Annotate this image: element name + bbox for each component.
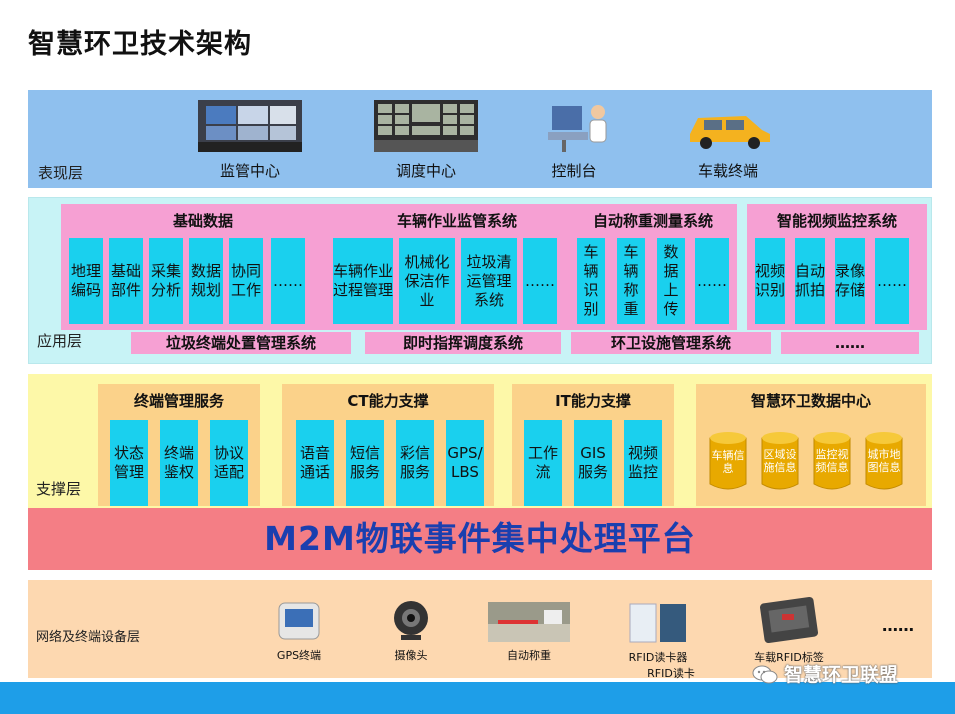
camera: 摄像头 — [376, 598, 446, 663]
waste-disposal-bar: 垃圾终端处置管理系统 — [131, 332, 351, 354]
auto-weighing-group: 自动称重测量系统 车辆识别 车辆称重 数据上传 …… — [569, 204, 737, 330]
app-cell: 自动抓拍 — [795, 238, 825, 324]
console-label: 控制台 — [551, 162, 597, 180]
page-title: 智慧环卫技术架构 — [28, 29, 252, 60]
support-cell: 工作流 — [524, 420, 562, 506]
facility-management-bar: 环卫设施管理系统 — [571, 332, 771, 354]
dispatch-command-bar: 即时指挥调度系统 — [365, 332, 561, 354]
group-title: 终端管理服务 — [133, 392, 224, 410]
presentation-layer-label: 表现层 — [38, 164, 84, 182]
support-cell: 状态管理 — [110, 420, 148, 506]
camera-icon — [394, 601, 428, 640]
basic-data-group: 基础数据 地理编码 基础部件 采集分析 数据规划 协同工作 …… — [61, 204, 345, 330]
brand-text: 智慧环卫联盟 — [784, 664, 899, 686]
app-cell: 基础部件 — [109, 238, 143, 324]
dispatch-center: 调度中心 — [374, 100, 478, 181]
monitoring-center: 监管中心 — [198, 100, 302, 181]
footer-bar — [0, 682, 955, 714]
weighing-station-image — [488, 602, 570, 642]
app-cell: 数据规划 — [189, 238, 223, 324]
gps-terminal: GPS终端 — [264, 600, 334, 663]
app-cell-more: …… — [523, 238, 557, 324]
monitoring-center-label: 监管中心 — [219, 162, 280, 180]
camera-label: 摄像头 — [394, 649, 428, 662]
vehicle-rfid-tag: 车载RFID标签 — [744, 596, 834, 665]
car-icon — [690, 116, 770, 149]
console: 控制台 — [522, 100, 626, 181]
group-title: 智慧环卫数据中心 — [750, 392, 871, 410]
db-label: 监控视频信息 — [815, 448, 849, 474]
monitoring-center-image — [198, 100, 302, 152]
support-cell: GPS/LBS — [446, 420, 484, 506]
app-cell: 协同工作 — [229, 238, 263, 324]
db-label: 区域设施信息 — [763, 448, 797, 474]
more-systems-bar: …… — [781, 332, 919, 354]
presentation-layer: 监管中心 调度中心 控制台 车载终端 表现层 — [28, 90, 932, 188]
video-surveillance-group: 智能视频监控系统 视频识别 自动抓拍 录像存储 …… — [747, 204, 927, 330]
support-cell: GIS服务 — [574, 420, 612, 506]
network-layer: 网络及终端设备层 GPS终端 摄像头 自动称重 RFID读卡器 RFI — [28, 580, 932, 696]
rfid-reader-label: RFID读卡器 — [628, 651, 688, 664]
app-cell: 视频识别 — [755, 238, 785, 324]
db-label: 城市地图信息 — [867, 448, 901, 474]
dispatch-center-label: 调度中心 — [395, 162, 456, 180]
database-cylinders — [709, 432, 903, 490]
more-devices: …… — [882, 616, 914, 635]
support-layer: 终端管理服务 状态管理 终端鉴权 协议适配 CT能力支撑 语音通话 短信服务 彩… — [28, 374, 932, 512]
app-cell: 机械化保洁作业 — [399, 238, 455, 324]
vehicle-rfid-tag-label: 车载RFID标签 — [754, 651, 824, 664]
vehicle-terminal-label: 车载终端 — [697, 162, 758, 180]
app-cell: 录像存储 — [835, 238, 865, 324]
app-cell: 地理编码 — [69, 238, 103, 324]
auto-weighing-device: 自动称重 — [484, 602, 574, 663]
app-cell: 垃圾清运管理系统 — [461, 238, 517, 324]
it-capability-group: IT能力支撑 工作流 GIS服务 视频监控 — [512, 384, 674, 506]
vehicle-supervision-group: 车辆作业监管系统 车辆作业过程管理 机械化保洁作业 垃圾清运管理系统 …… — [323, 204, 591, 330]
support-cell: 视频监控 — [624, 420, 662, 506]
rfid-tag-icon — [759, 596, 819, 644]
vehicle-terminal: 车载终端 — [676, 100, 780, 181]
support-layer-label: 支撑层 — [36, 480, 82, 498]
support-cell: 终端鉴权 — [160, 420, 198, 506]
terminal-management-group: 终端管理服务 状态管理 终端鉴权 协议适配 — [98, 384, 260, 506]
app-cell-more: …… — [271, 238, 305, 324]
m2m-platform-banner: M2M物联事件集中处理平台 — [28, 508, 932, 570]
group-title: CT能力支撑 — [347, 392, 429, 410]
gps-device-icon — [278, 602, 320, 640]
app-cell: 车辆作业过程管理 — [333, 238, 393, 324]
application-layer-label: 应用层 — [37, 332, 83, 350]
network-layer-label: 网络及终端设备层 — [36, 630, 141, 645]
group-title: 自动称重测量系统 — [592, 212, 713, 230]
support-cell: 语音通话 — [296, 420, 334, 506]
support-cell: 彩信服务 — [396, 420, 434, 506]
group-title: IT能力支撑 — [555, 392, 631, 410]
app-cell: 车辆称重 — [617, 238, 645, 324]
app-cell: 采集分析 — [149, 238, 183, 324]
group-title: 智能视频监控系统 — [776, 212, 897, 230]
db-label: 车辆信息 — [711, 449, 745, 475]
gps-terminal-label: GPS终端 — [276, 649, 322, 662]
rfid-reader-icon — [629, 603, 686, 643]
wechat-icon — [752, 665, 778, 683]
dispatch-center-image — [374, 100, 478, 152]
data-center-group: 智慧环卫数据中心 车辆信息 区域设施信息 监控视频信息 城市地图信息 — [696, 384, 926, 506]
app-cell: 数据上传 — [657, 238, 685, 324]
application-layer: 基础数据 地理编码 基础部件 采集分析 数据规划 协同工作 …… 车辆作业监管系… — [28, 197, 932, 364]
support-cell: 协议适配 — [210, 420, 248, 506]
app-cell-more: …… — [695, 238, 729, 324]
ct-capability-group: CT能力支撑 语音通话 短信服务 彩信服务 GPS/LBS — [282, 384, 494, 506]
group-title: 车辆作业监管系统 — [396, 212, 517, 230]
auto-weighing-label: 自动称重 — [507, 649, 551, 662]
brand-watermark: 智慧环卫联盟 — [752, 660, 898, 687]
app-cell-more: …… — [875, 238, 909, 324]
app-cell: 车辆识别 — [577, 238, 605, 324]
console-image — [548, 105, 607, 152]
group-title: 基础数据 — [172, 212, 233, 230]
support-cell: 短信服务 — [346, 420, 384, 506]
